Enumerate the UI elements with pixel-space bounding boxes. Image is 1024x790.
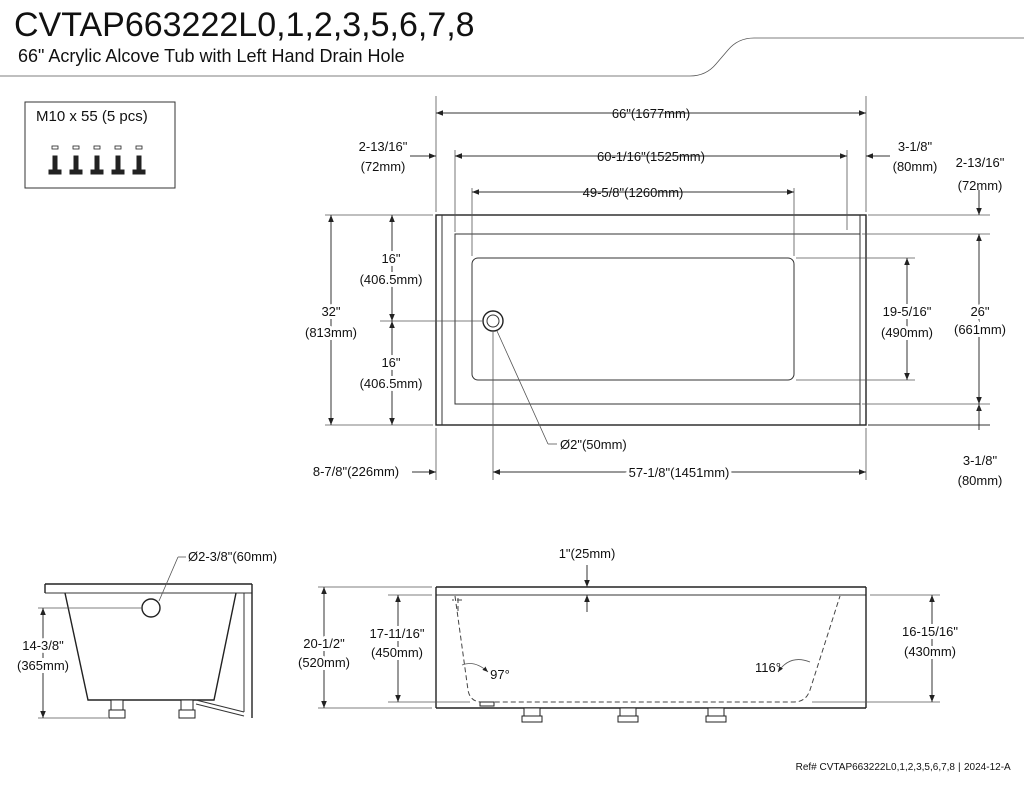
plan-view [325,96,990,480]
dim-width-mm: (813mm) [305,325,357,340]
dim-overflow-height-mm: (365mm) [17,658,69,673]
dim-inner-width-in: 26" [970,304,989,319]
hardware-label: M10 x 55 (5 pcs) [36,108,148,125]
dim-top-rim-mm: (72mm) [958,178,1003,193]
bolt-icon [48,145,146,175]
footer: Ref# CVTAP663222L0,1,2,3,5,6,7,8 | 2024-… [796,762,1011,773]
footer-separator: | [958,762,961,773]
dim-right-rim-in: 3-1/8" [898,139,933,154]
dim-half-lower-mm: (406.5mm) [360,376,423,391]
dim-floor-width-in: 19-5/16" [883,304,932,319]
hardware-box: M10 x 55 (5 pcs) [24,101,176,189]
dim-total-height-in: 20-1/2" [303,636,345,651]
dim-left-rim-mm: (72mm) [361,159,406,174]
overflow-hole [141,598,161,618]
dim-drain-diameter: Ø2"(50mm) [560,437,627,452]
dim-half-lower-in: 16" [381,355,400,370]
drain-hole [482,310,504,332]
dim-water-depth-in: 16-15/16" [902,624,958,639]
dim-top-rim-in: 2-13/16" [956,155,1005,170]
plan-dimensions: 66"(1677mm) 60-1/16"(1525mm) 49-5/8"(126… [302,106,1009,488]
tub-outline [435,214,867,426]
dim-floor-width-mm: (490mm) [881,325,933,340]
angle-right-label: 116° [755,660,781,675]
header: CVTAP663222L0,1,2,3,5,6,7,8 66" Acrylic … [0,6,1024,77]
dim-total-height-mm: (520mm) [298,655,350,670]
angle-left-label: 97° [490,667,510,682]
dim-drain-to-end: 57-1/8"(1451mm) [629,465,730,480]
dim-right-rim-mm: (80mm) [893,159,938,174]
model-title: CVTAP663222L0,1,2,3,5,6,7,8 [14,6,475,44]
side-view: 1"(25mm) 20-1/2" (520mm) 17-11/16" (450m… [295,546,961,723]
tub-feet [521,707,727,723]
dim-floor-length: 49-5/8"(1260mm) [583,185,684,200]
dim-half-upper-mm: (406.5mm) [360,272,423,287]
dim-bottom-rim-in: 3-1/8" [963,453,998,468]
dim-rim-thickness: 1"(25mm) [559,546,616,561]
dim-half-upper-in: 16" [381,251,400,266]
dim-overflow-height-in: 14-3/8" [22,638,64,653]
footer-date: 2024-12-A [964,762,1011,773]
end-view: Ø2-3/8"(60mm) 14-3/8" (365mm) [14,549,277,719]
dim-overflow-diameter: Ø2-3/8"(60mm) [188,549,277,564]
dim-water-depth-mm: (430mm) [904,644,956,659]
dim-inner-depth-mm: (450mm) [371,645,423,660]
header-border [0,37,1024,77]
dim-drain-offset: 8-7/8"(226mm) [313,464,399,479]
model-description: 66" Acrylic Alcove Tub with Left Hand Dr… [18,46,405,66]
dim-overall-length: 66"(1677mm) [612,106,690,121]
dim-bottom-rim-mm: (80mm) [958,473,1003,488]
footer-ref: Ref# CVTAP663222L0,1,2,3,5,6,7,8 [796,762,956,773]
dim-inner-length: 60-1/16"(1525mm) [597,149,705,164]
dim-inner-width-mm: (661mm) [954,322,1006,337]
dim-inner-depth-in: 17-11/16" [370,626,425,641]
dim-width-in: 32" [321,304,340,319]
dim-left-rim-in: 2-13/16" [359,139,408,154]
